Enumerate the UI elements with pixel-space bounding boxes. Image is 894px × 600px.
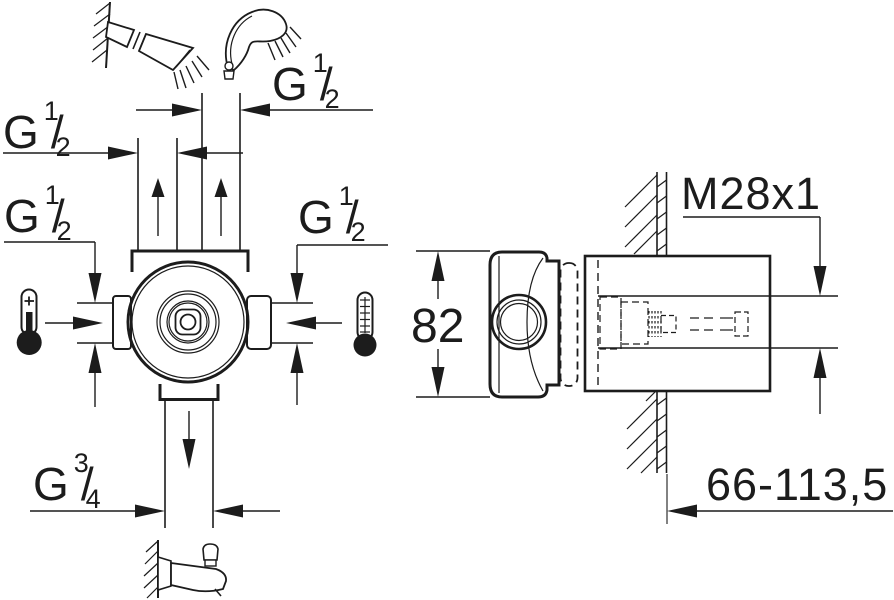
head-shower-icon bbox=[91, 1, 210, 90]
right-supply bbox=[271, 302, 342, 344]
hidden-cartridge-dashed bbox=[599, 296, 749, 350]
flow-arrow-up-right bbox=[214, 178, 228, 236]
left-supply bbox=[45, 302, 113, 344]
dim-66-113-5 bbox=[666, 474, 893, 524]
bath-spout-icon bbox=[143, 540, 227, 599]
inlet-port-right bbox=[246, 295, 272, 350]
label-dim-82: 82 bbox=[411, 300, 464, 353]
front-view bbox=[45, 93, 342, 528]
dim-top-right-pipe bbox=[136, 103, 373, 117]
dim-m28x1 bbox=[683, 216, 827, 414]
top-outlet-pipes bbox=[137, 93, 241, 250]
hot-thermometer-icon bbox=[16, 288, 42, 355]
dim-82 bbox=[416, 250, 490, 398]
bottom-outlet-pipe bbox=[164, 400, 214, 528]
label-dim-66-113-5: 66-113,5 bbox=[706, 459, 888, 510]
dim-right-port bbox=[290, 244, 388, 405]
flow-arrow-down bbox=[182, 439, 196, 469]
dim-bottom-pipe bbox=[30, 504, 280, 518]
cold-thermometer-icon bbox=[353, 291, 377, 357]
label-thread-m28x1: M28x1 bbox=[681, 168, 821, 219]
flow-arrow-up-left bbox=[151, 178, 165, 236]
wall-hatch-bottom bbox=[626, 389, 668, 474]
valve-body-side bbox=[488, 250, 561, 399]
front-dimensions bbox=[3, 103, 388, 518]
inlet-port-left bbox=[112, 295, 132, 350]
wall-hatch-top bbox=[624, 172, 668, 256]
protective-sleeve bbox=[583, 254, 838, 393]
valve-body-front bbox=[112, 249, 272, 401]
flow-arrow-in-right bbox=[286, 316, 316, 330]
side-view bbox=[416, 172, 893, 524]
dim-top-left-pipe bbox=[3, 146, 243, 160]
flow-arrow-in-left bbox=[73, 316, 103, 330]
dim-left-port bbox=[4, 241, 102, 407]
hidden-flange-dashed bbox=[559, 262, 579, 387]
hand-shower-icon bbox=[223, 8, 302, 80]
